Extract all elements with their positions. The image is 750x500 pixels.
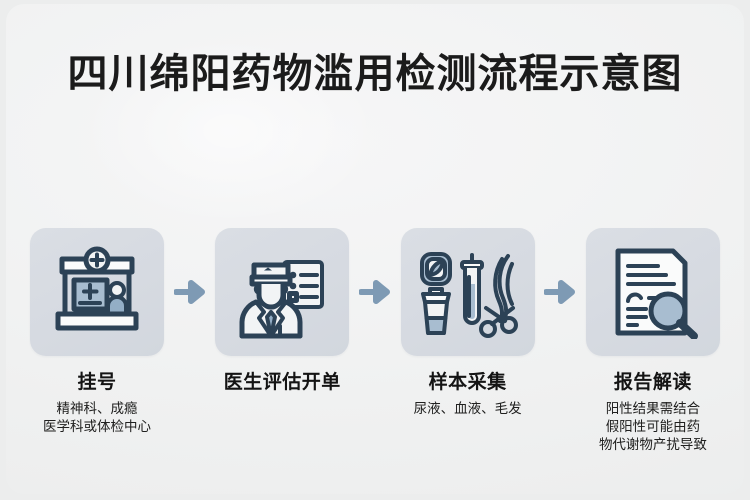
step-1-icon-card [30,228,164,356]
hospital-registration-desk-icon [49,246,145,338]
panel-highlight [80,36,380,226]
flow-step-4: 报告解读 阳性结果需结合 假阳性可能由药 物代谢物产扰导致 [585,228,720,454]
step-3-icon-card [400,228,535,356]
step-1-title: 挂号 [77,372,117,393]
arrow-right-icon [173,279,206,305]
step-4-subtitle: 阳性结果需结合 假阳性可能由药 物代谢物产扰导致 [598,400,707,453]
process-flow: 挂号 精神科、成瘾 医学科或体检中心 [30,228,720,454]
step-2-title: 医生评估开单 [223,372,341,393]
flow-arrow-1 [170,228,210,356]
arrow-right-icon [544,279,576,305]
flow-arrow-2 [355,228,395,356]
step-2-icon-card [215,228,350,356]
step-3-subtitle: 尿液、血液、毛发 [413,400,522,416]
step-1-subtitle: 精神科、成瘾 医学科或体检中心 [43,400,151,435]
flow-arrow-3 [540,228,580,356]
doctor-with-clipboard-icon [232,244,332,340]
flow-step-1: 挂号 精神科、成瘾 医学科或体检中心 [30,228,164,436]
arrow-right-icon [358,279,391,305]
step-4-title: 报告解读 [613,372,692,393]
flow-step-2: 医生评估开单 [215,228,350,400]
step-4-icon-card [585,228,720,356]
sample-collection-icon [416,244,520,340]
step-3-title: 样本采集 [428,372,507,393]
flow-step-3: 样本采集 尿液、血液、毛发 [400,228,535,418]
report-magnifier-icon [606,245,700,339]
page-title: 四川绵阳药物滥用检测流程示意图 [67,52,683,96]
